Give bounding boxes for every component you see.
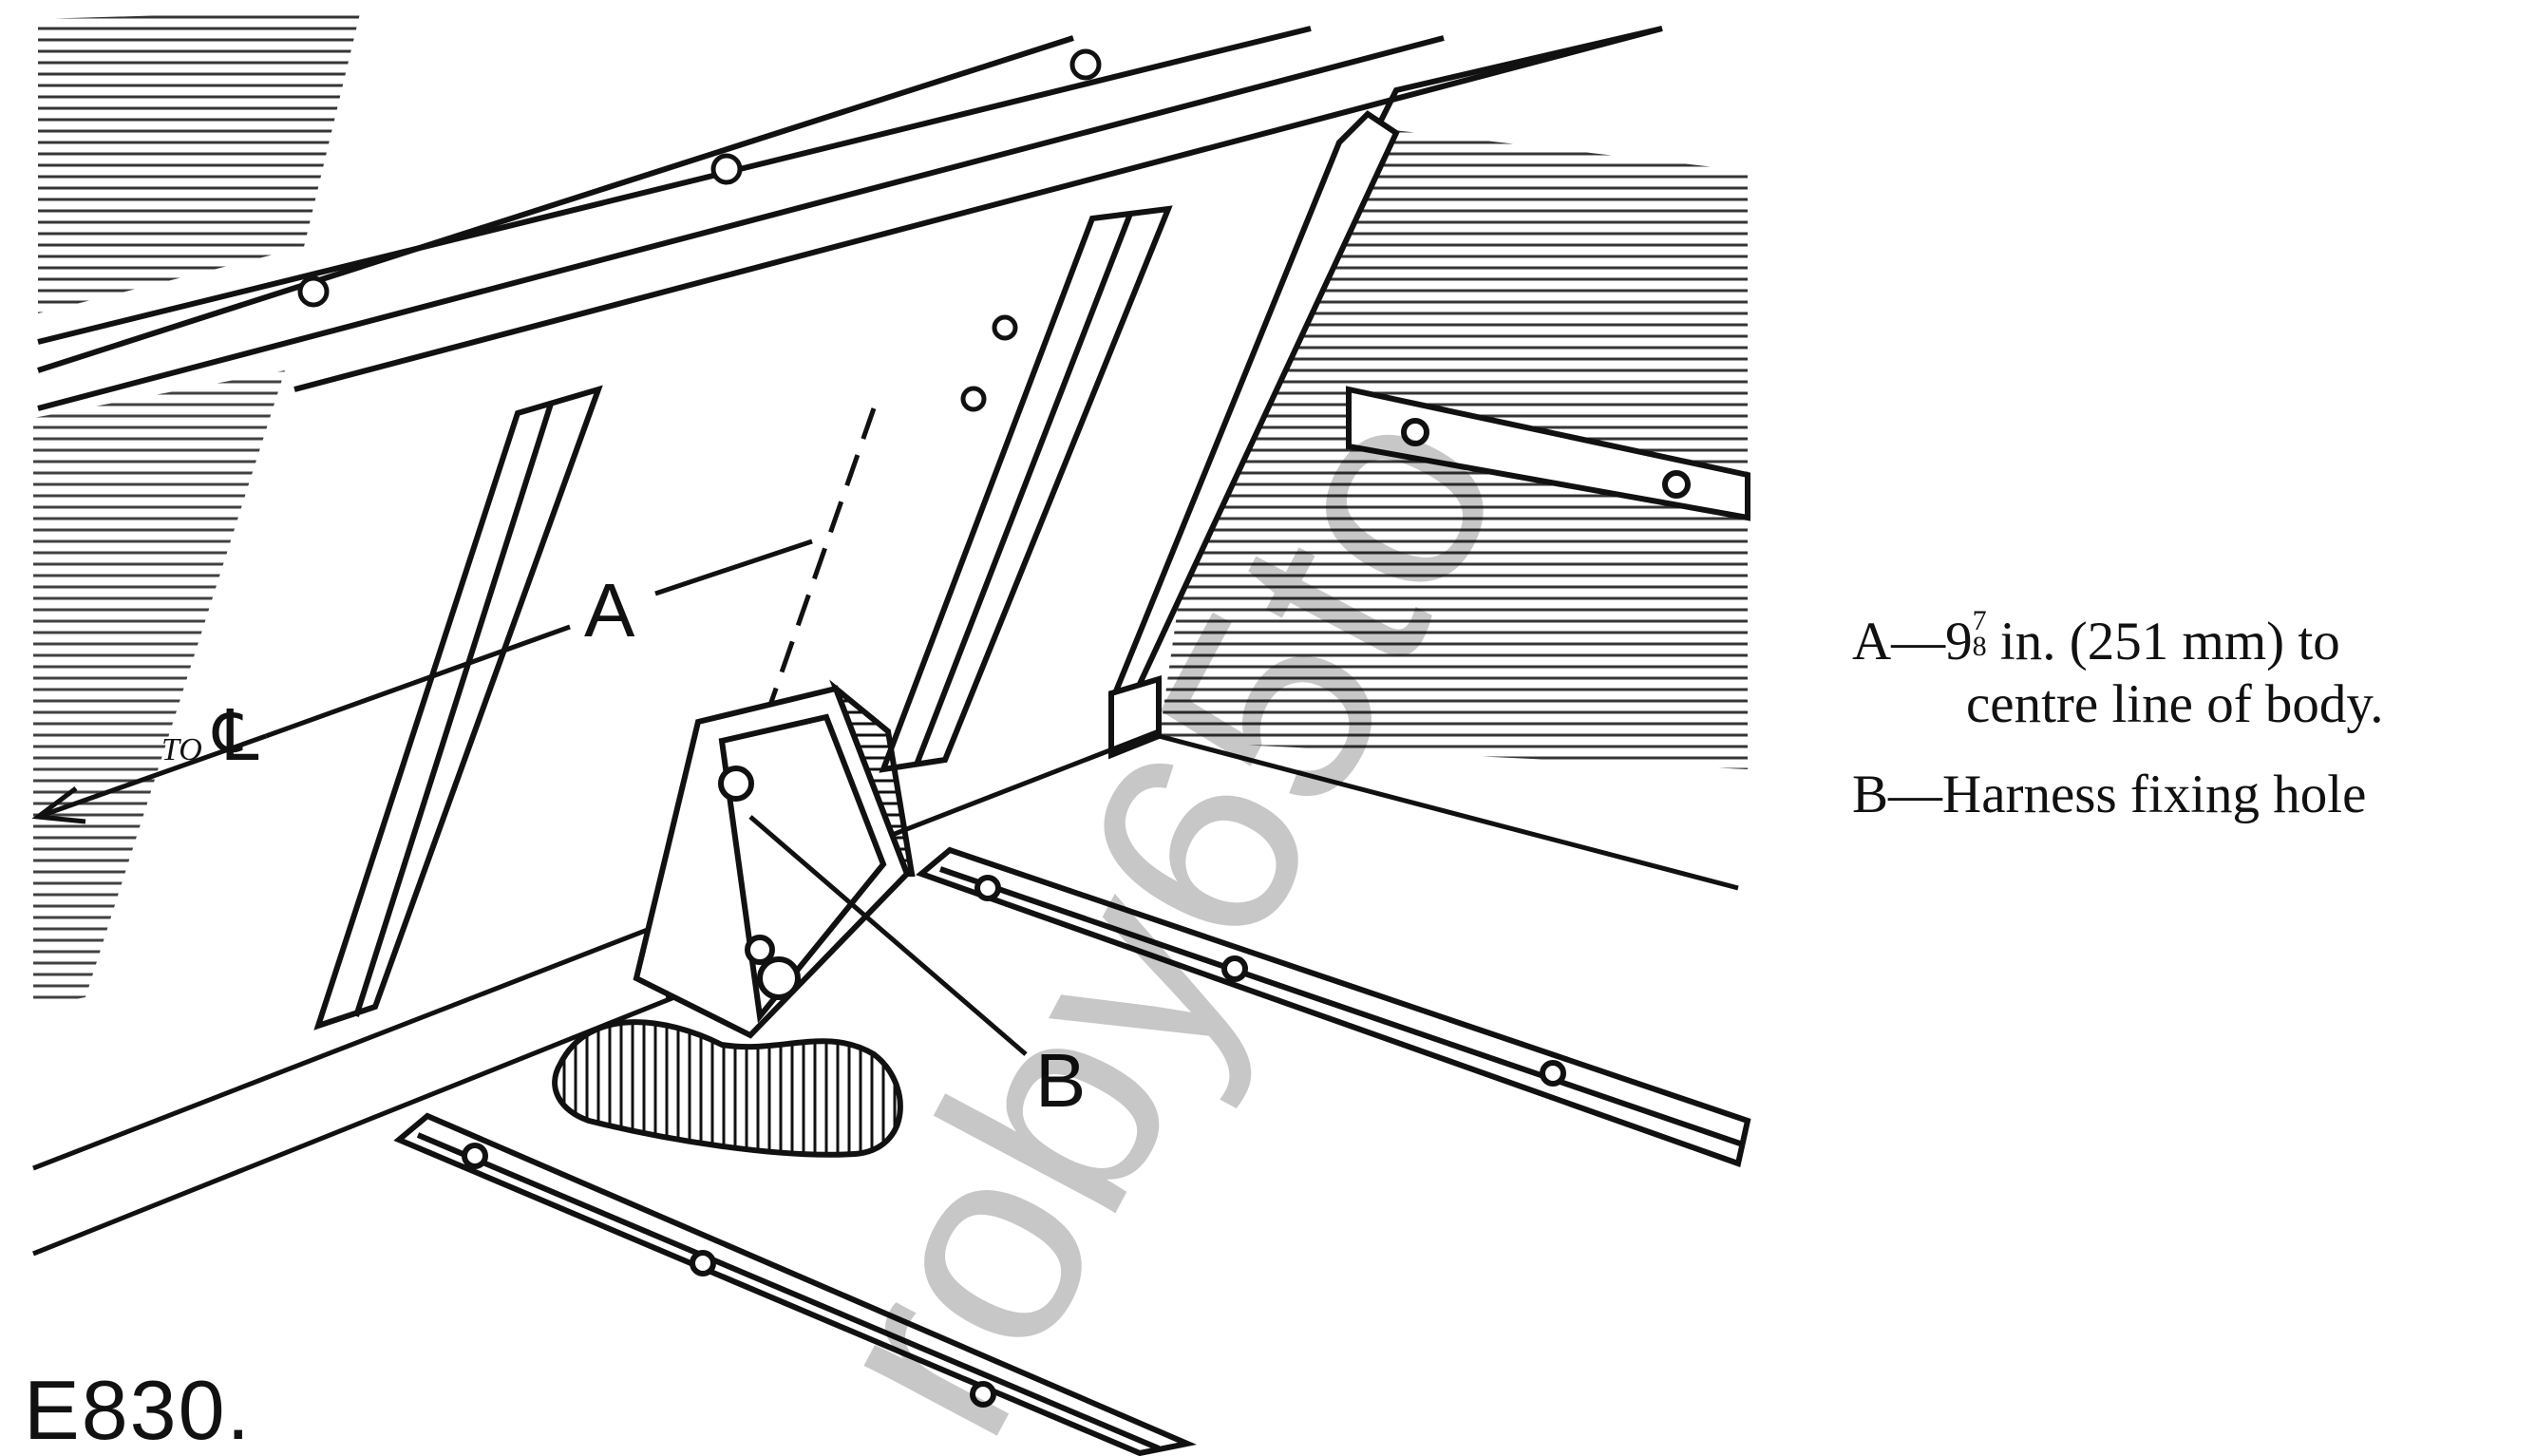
centreline-symbol: ℄: [212, 696, 259, 775]
left-wall-shading: [33, 370, 285, 1007]
dimension-a-line: [265, 539, 813, 739]
figure-number: E830.: [24, 1363, 252, 1456]
legend-a-line2: centre line of body.: [1966, 673, 2384, 734]
callout-b-leader: [748, 815, 1028, 1056]
callout-b: B: [1035, 1038, 1086, 1123]
wall-holes: [960, 314, 1018, 412]
side-wall-rail: [1346, 386, 1750, 521]
rail-bolts: [297, 48, 1102, 308]
legend-b-text: Harness fixing hole: [1942, 765, 2367, 825]
legend-a-rest: in. (251 mm) to: [1986, 612, 2340, 671]
mounting-foot: [552, 1019, 903, 1158]
upper-wall-shading: [38, 9, 361, 313]
fraction-numerator: 7: [1972, 605, 1987, 636]
centreline-arrow: [31, 733, 267, 824]
fraction-denominator: 8: [1972, 631, 1987, 662]
legend-b-key: B: [1852, 765, 1889, 825]
to-label: TO: [161, 732, 202, 767]
floor-runner-front: [393, 1112, 1198, 1456]
upper-rails: [37, 26, 1663, 411]
harness-bracket: [633, 679, 916, 1039]
legend-a-key: A: [1852, 612, 1892, 671]
callout-a: A: [584, 568, 635, 652]
legend-b-dash: —: [1888, 765, 1943, 825]
legend-a-whole: 9: [1945, 612, 1973, 671]
floor-runner-right: [916, 846, 1751, 1167]
legend-a-dash: —: [1891, 612, 1946, 671]
vertical-channel-left: [313, 385, 603, 1031]
vertical-channel-right: [879, 205, 1173, 773]
legend-item-b: B—Harness fixing hole: [1852, 764, 2517, 826]
